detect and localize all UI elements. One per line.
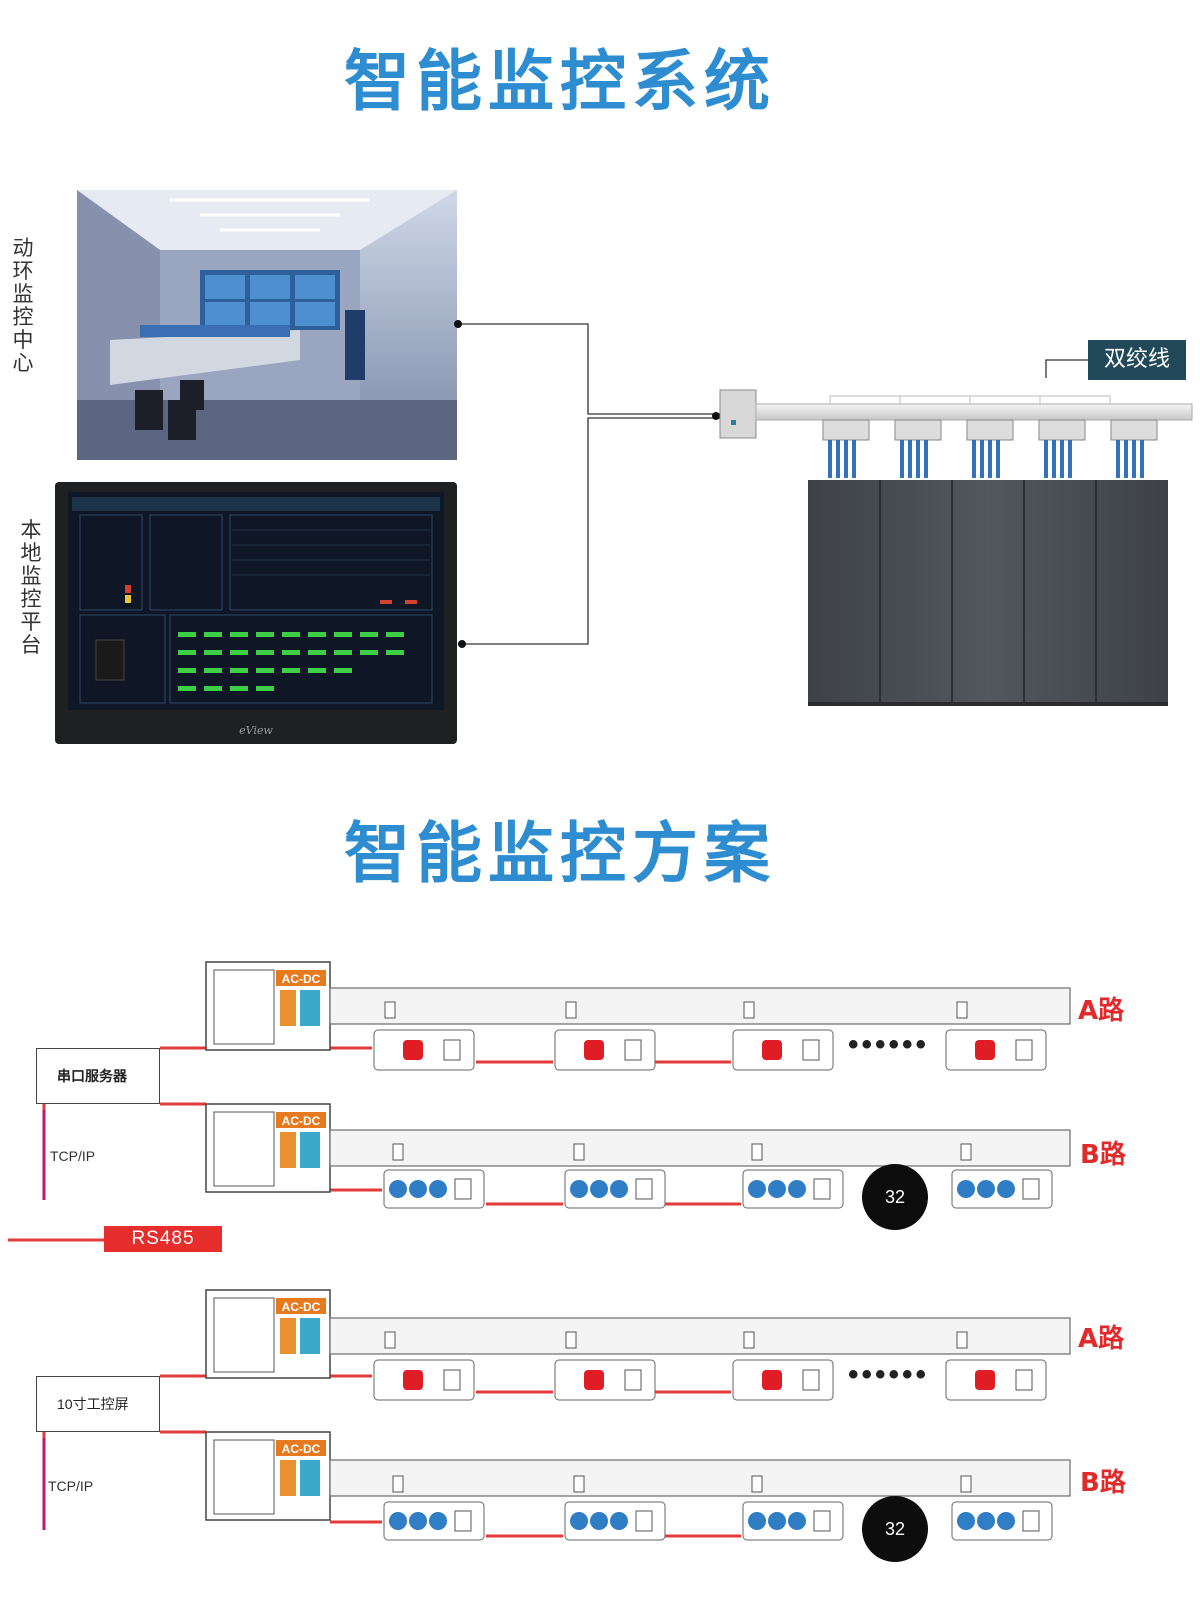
serial-server-box: 串口服务器	[36, 1048, 160, 1104]
unit-count-badge: 32	[862, 1496, 928, 1562]
a-road-units-1	[373, 1001, 1047, 1071]
ellipsis: ••••••	[848, 1358, 930, 1391]
screen-logo: eView	[239, 724, 273, 737]
connection-lines	[458, 323, 1088, 645]
industrial-screen-box: 10寸工控屏	[36, 1376, 160, 1432]
unit-count-badge: 32	[862, 1164, 928, 1230]
plug-cables	[828, 440, 1144, 478]
psu-label: AC-DC	[282, 1114, 321, 1128]
industrial-screen-label: 10寸工控屏	[57, 1396, 129, 1412]
scheme-title: 智能监控方案	[344, 815, 776, 892]
road-b-label: B路	[1080, 1140, 1126, 1170]
road-a-label: A路	[1078, 1324, 1125, 1354]
bus-bars	[329, 987, 1071, 1497]
road-a-label: A路	[1078, 996, 1125, 1026]
twisted-pair-label: 双绞线	[1088, 340, 1186, 380]
connector-dot	[454, 320, 462, 328]
road-b-label: B路	[1080, 1468, 1126, 1498]
a-road-units-2	[373, 1331, 1047, 1401]
control-room-image	[77, 190, 457, 460]
monitoring-center-label: 动环监控中心	[12, 236, 34, 375]
rs485-label: RS485	[104, 1226, 222, 1252]
psu-boxes	[205, 961, 331, 1521]
tcp-label: TCP/IP	[48, 1478, 94, 1494]
plug-units	[822, 419, 1158, 441]
busway	[719, 389, 1193, 439]
b-road-units-2	[383, 1475, 1053, 1541]
local-screen-image	[55, 482, 457, 744]
connector-dot	[712, 412, 720, 420]
b-road-units-1	[383, 1143, 1053, 1209]
connector-dot	[458, 640, 466, 648]
tcp-label: TCP/IP	[50, 1148, 96, 1164]
psu-label: AC-DC	[282, 1300, 321, 1314]
local-platform-label: 本地监控平台	[20, 518, 42, 657]
ellipsis: ••••••	[848, 1028, 930, 1061]
serial-server-label: 串口服务器	[57, 1068, 127, 1084]
system-title: 智能监控系统	[344, 43, 776, 120]
psu-label: AC-DC	[282, 972, 321, 986]
server-cabinets	[808, 480, 1168, 706]
psu-label: AC-DC	[282, 1442, 321, 1456]
